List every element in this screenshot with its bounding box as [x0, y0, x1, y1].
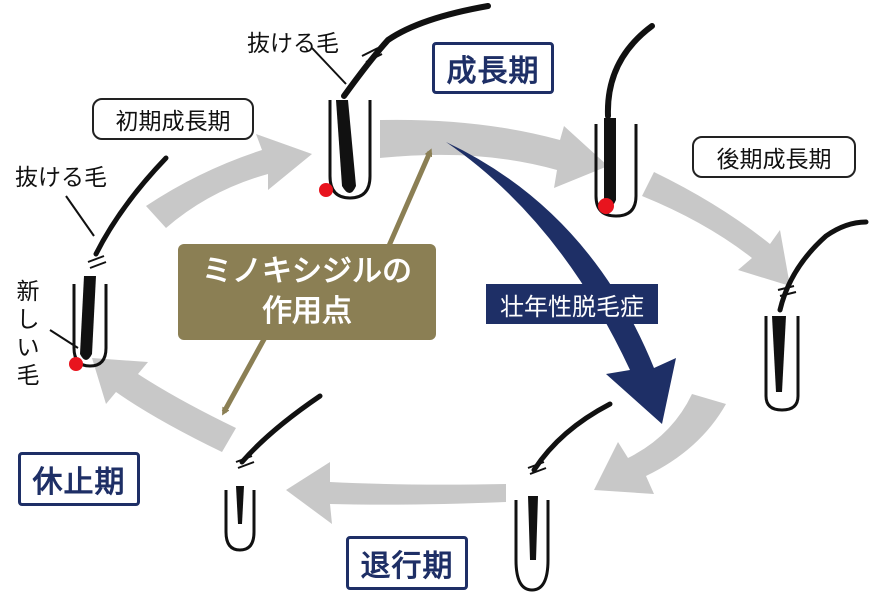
cycle-arrow-top [380, 119, 608, 188]
phase-label-growth: 成長期 [432, 42, 554, 94]
minoxidil-arrow-down [221, 330, 271, 416]
new-hair-char-4: 毛 [16, 363, 40, 389]
leader-falling-left [65, 195, 95, 237]
cycle-arrows [92, 119, 790, 524]
cycle-arrow-right-upper [642, 172, 790, 286]
cycle-arrow-left-lower [92, 358, 236, 452]
falling-hair-label-left: 抜ける毛 [15, 165, 107, 191]
new-hair-char-3: い [16, 335, 40, 361]
subphase-label-late-growth: 後期成長期 [692, 136, 856, 178]
new-hair-char-2: し [16, 307, 40, 333]
new-hair-char-1: 新 [16, 279, 40, 305]
follicle-rest [224, 393, 323, 552]
phase-label-rest: 休止期 [18, 452, 140, 506]
follicle-right-mid [764, 219, 869, 412]
aga-callout: 壮年性脱毛症 [486, 284, 658, 324]
minoxidil-callout: ミノキシジルの 作用点 [178, 244, 436, 340]
cycle-arrow-bottom [286, 462, 506, 524]
subphase-label-early-growth: 初期成長期 [92, 98, 254, 140]
follicle-growth [319, 100, 372, 200]
minoxidil-callout-line1: ミノキシジルの [202, 254, 412, 289]
phase-label-regression: 退行期 [346, 536, 468, 590]
follicle-regression [514, 401, 613, 592]
new-hair-label: 新 し い 毛 [12, 276, 44, 392]
falling-hair-label-top: 抜ける毛 [247, 31, 339, 57]
leader-falling-top [311, 47, 347, 85]
minoxidil-callout-line2: 作用点 [262, 294, 352, 329]
cycle-arrow-left-upper [146, 134, 312, 228]
minoxidil-arrow-up [385, 148, 433, 250]
follicle-left [69, 155, 169, 371]
cycle-arrow-right-lower [594, 394, 726, 494]
follicle-late-growth [594, 23, 655, 218]
hair-falling-top [341, 3, 491, 99]
leader-new-hair [49, 329, 79, 349]
aga-arrow [446, 142, 676, 424]
